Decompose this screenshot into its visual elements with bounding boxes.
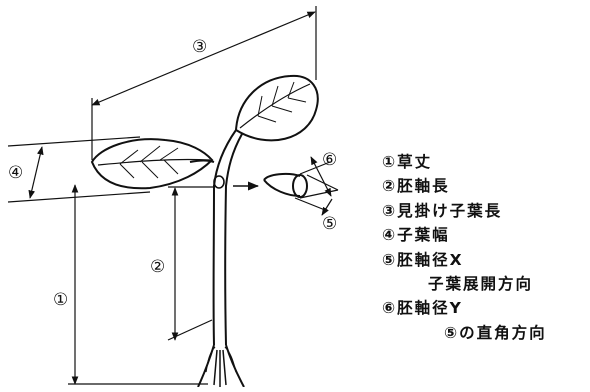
callout-5: ⑤ [322,214,337,234]
petiole-right-edge [225,133,243,187]
legend-item-hypocotyl-length: ②胚軸長 [382,177,450,196]
legend-item-hypocotyl-diameter-x: ⑤胚軸径X [382,250,464,269]
dimension-5 [294,174,339,216]
legend-item-plant-height: ①草丈 [382,153,433,171]
dimension-2 [167,186,213,341]
callout-1: ① [53,290,68,310]
dimension-4 [7,136,151,203]
dimension-3 [91,6,317,160]
callout-2: ② [150,257,165,277]
callout-3: ③ [192,37,207,57]
legend-item-apparent-cotyledon-length: ③見掛け子葉長 [382,201,503,220]
legend-item-cotyledon-width: ④子葉幅 [382,226,450,245]
legend-item-x-direction-note: 子葉展開方向 [428,274,534,293]
dimension-1 [68,184,208,385]
petiole-left [189,159,215,163]
legend: ①草丈 ②胚軸長 ③見掛け子葉長 ④子葉幅 ⑤胚軸径X 子葉展開方向 ⑥胚軸径Y… [382,150,587,345]
stem-node [213,175,225,189]
callout-4: ④ [8,163,23,183]
cotyledon-right [234,74,319,142]
cotyledon-left [90,138,214,190]
legend-item-hypocotyl-diameter-y: ⑥胚軸径Y [382,299,463,318]
hypocotyl-stem [197,184,245,388]
callout-6: ⑥ [322,150,337,170]
hypocotyl-cross-section [263,172,308,198]
dimension-6 [299,156,339,199]
legend-item-y-direction-note: ⑤の直角方向 [444,323,547,342]
